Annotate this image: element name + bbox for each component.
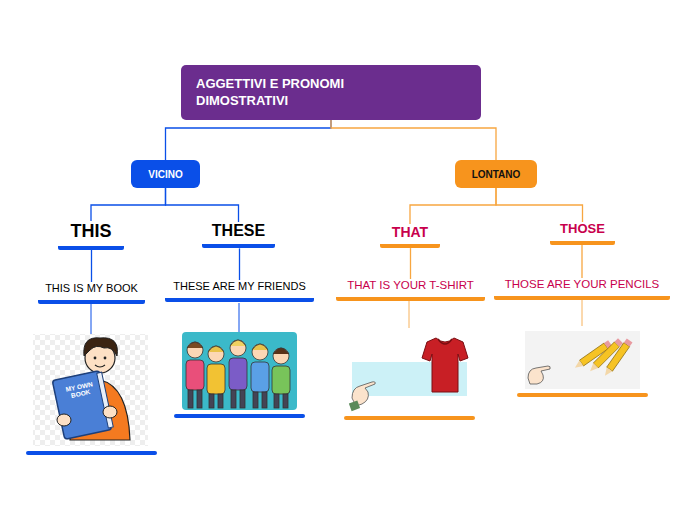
title-box: AGGETTIVI E PRONOMI DIMOSTRATIVI — [181, 65, 481, 120]
underline-bar — [517, 393, 648, 397]
tree-connector — [410, 188, 496, 224]
node-text: THESE — [212, 222, 265, 240]
example-sentence: THAT IS YOUR T-SHIRT — [336, 279, 485, 301]
tree-connector — [91, 250, 92, 282]
underline-bar — [26, 451, 157, 455]
node-text: VICINO — [148, 169, 182, 180]
node-text: THAT — [392, 224, 428, 240]
node-text: THAT IS YOUR T-SHIRT — [347, 279, 474, 292]
category-box: LONTANO — [455, 160, 537, 188]
node-text: THESE ARE MY FRIENDS — [173, 280, 305, 293]
underline-bar — [174, 414, 305, 418]
leader-line — [239, 303, 240, 332]
example-sentence: THIS IS MY BOOK — [38, 282, 145, 304]
pencils-picture — [525, 331, 640, 389]
tree-connector — [496, 188, 583, 222]
leader-line — [91, 303, 92, 334]
category-box: VICINO — [131, 160, 200, 188]
book-cover-text: MY OWN BOOK — [56, 378, 104, 402]
node-text: AGGETTIVI E PRONOMI DIMOSTRATIVI — [196, 76, 386, 110]
leader-line — [582, 299, 583, 326]
pronoun-heading: THOSE — [550, 222, 615, 245]
underline-bar — [344, 416, 475, 420]
tree-connector — [581, 245, 582, 278]
book-boy-picture — [33, 334, 148, 446]
pronoun-heading: THIS — [58, 221, 124, 250]
example-sentence: THESE ARE MY FRIENDS — [165, 280, 314, 302]
node-text: THOSE — [560, 222, 605, 237]
pronoun-heading: THESE — [202, 222, 275, 248]
tree-connector — [91, 188, 166, 221]
leader-line — [409, 300, 410, 328]
friends-picture — [182, 332, 297, 410]
node-text: THOSE ARE YOUR PENCILS — [505, 278, 659, 291]
t-shirt-picture — [349, 338, 468, 411]
tree-connector — [166, 188, 239, 222]
tree-connector — [166, 120, 332, 160]
tree-connector — [410, 248, 411, 279]
node-text: LONTANO — [472, 169, 521, 180]
tree-connector — [331, 120, 496, 160]
example-sentence: THOSE ARE YOUR PENCILS — [494, 278, 670, 300]
node-text: THIS IS MY BOOK — [45, 282, 138, 295]
node-text: THIS — [70, 221, 111, 242]
pronoun-heading: THAT — [380, 224, 440, 248]
tree-connector — [239, 248, 240, 280]
